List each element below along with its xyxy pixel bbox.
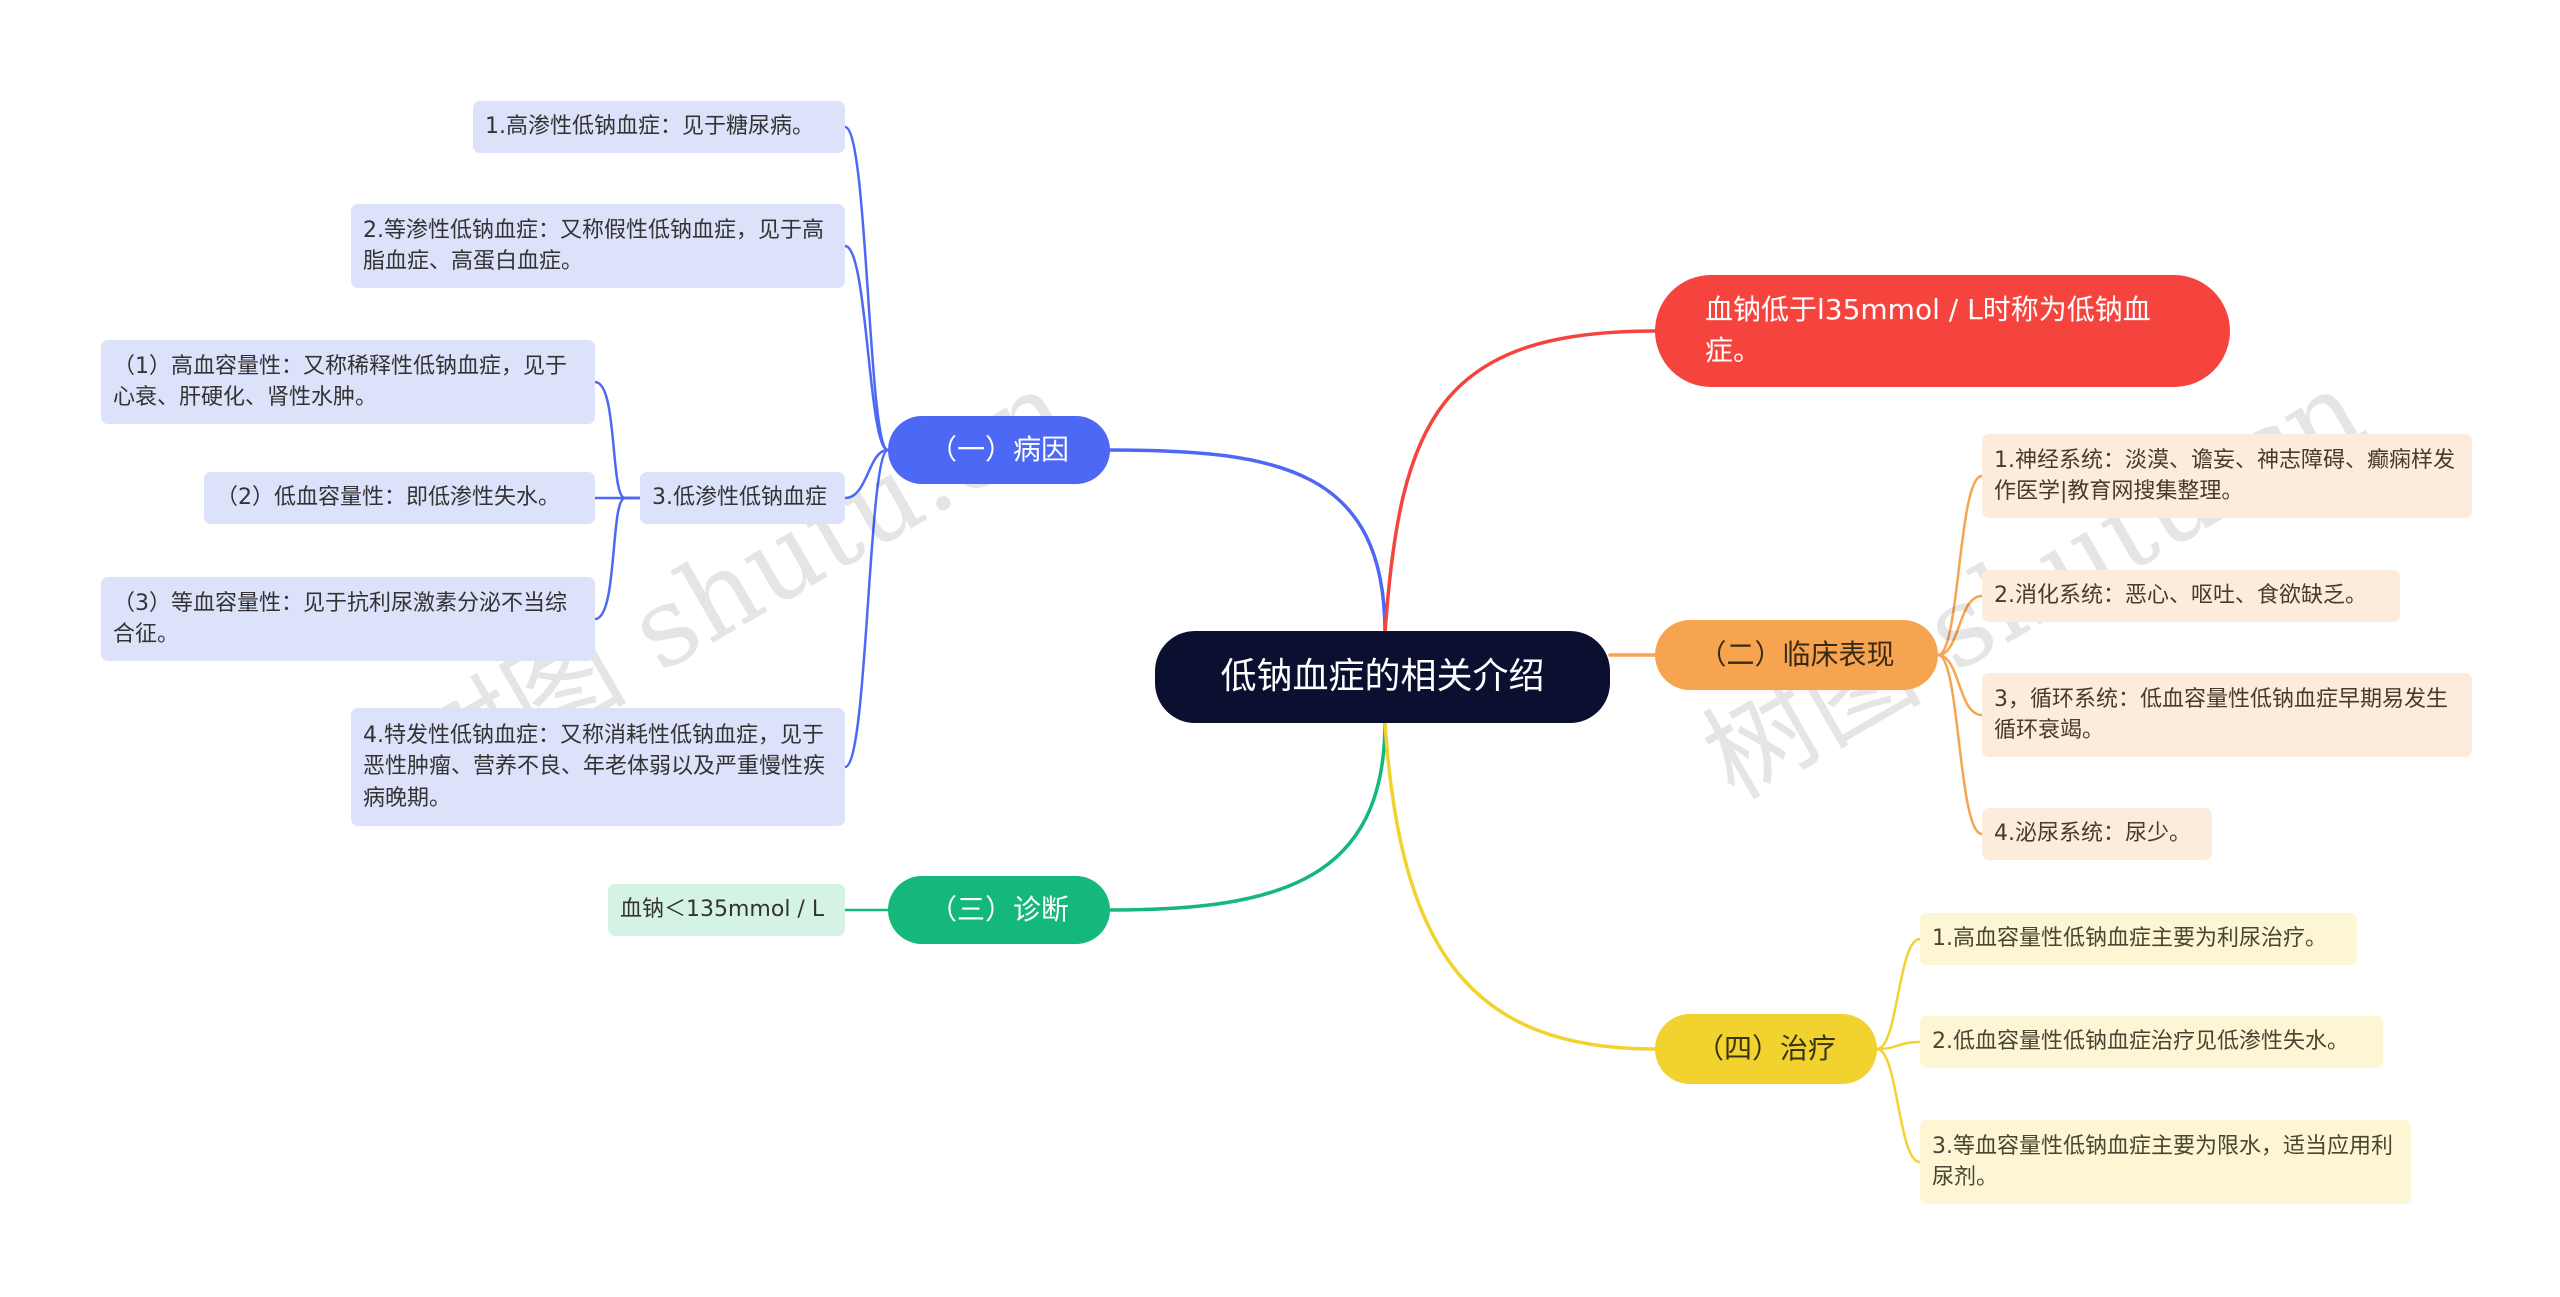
link-treatment-item-1	[1875, 937, 1922, 1051]
definition-node[interactable]: 血钠低于l35mmol / L时称为低钠血症。	[1655, 275, 2230, 387]
causes-sub-item-1[interactable]: （1）高血容量性：又称稀释性低钠血症，见于心衰、肝硬化、肾性水肿。	[101, 340, 595, 424]
link-root-diagnosis	[1108, 720, 1387, 912]
causes-sub-item-2[interactable]: （2）低血容量性：即低渗性失水。	[204, 472, 595, 524]
link-root-definition	[1383, 329, 1657, 635]
link-causes-sub-3	[593, 496, 642, 621]
link-clinical-item-2	[1936, 594, 1984, 657]
link-root-causes	[1108, 448, 1387, 635]
link-clinical-item-4	[1936, 653, 1984, 836]
link-causes-item-2	[843, 244, 890, 452]
branch-causes[interactable]: （一）病因	[888, 416, 1110, 484]
treatment-item-2[interactable]: 2.低血容量性低钠血症治疗见低渗性失水。	[1920, 1016, 2383, 1068]
clinical-item-3[interactable]: 3，循环系统：低血容量性低钠血症早期易发生循环衰竭。	[1982, 673, 2472, 757]
branch-clinical[interactable]: （二）临床表现	[1655, 620, 1938, 690]
diagnosis-item-1[interactable]: 血钠＜135mmol / L	[608, 884, 845, 936]
link-root-treatment	[1383, 720, 1657, 1051]
treatment-item-1[interactable]: 1.高血容量性低钠血症主要为利尿治疗。	[1920, 913, 2357, 965]
root-node[interactable]: 低钠血症的相关介绍	[1155, 631, 1610, 723]
link-clinical-item-3	[1936, 653, 1984, 717]
causes-sub-item-3[interactable]: （3）等血容量性：见于抗利尿激素分泌不当综合征。	[101, 577, 595, 661]
causes-item-1[interactable]: 1.高渗性低钠血症：见于糖尿病。	[473, 101, 845, 153]
link-treatment-item-2	[1875, 1040, 1922, 1051]
link-causes-item-3	[843, 448, 890, 500]
causes-item-3[interactable]: 3.低渗性低钠血症	[640, 472, 845, 524]
clinical-item-4[interactable]: 4.泌尿系统：尿少。	[1982, 808, 2212, 860]
causes-item-2[interactable]: 2.等渗性低钠血症：又称假性低钠血症，见于高脂血症、高蛋白血症。	[351, 204, 845, 288]
branch-treatment[interactable]: （四）治疗	[1655, 1014, 1877, 1084]
clinical-item-2[interactable]: 2.消化系统：恶心、呕吐、食欲缺乏。	[1982, 570, 2400, 622]
clinical-item-1[interactable]: 1.神经系统：淡漠、谵妄、神志障碍、癫痫样发作医学|教育网搜集整理。	[1982, 434, 2472, 518]
link-causes-item-1	[843, 125, 890, 452]
link-clinical-item-1	[1936, 474, 1984, 657]
branch-diagnosis[interactable]: （三）诊断	[888, 876, 1110, 944]
link-causes-item-4	[843, 448, 890, 769]
link-causes-sub-1	[593, 380, 642, 500]
causes-item-4[interactable]: 4.特发性低钠血症：又称消耗性低钠血症，见于恶性肿瘤、营养不良、年老体弱以及严重…	[351, 708, 845, 826]
treatment-item-3[interactable]: 3.等血容量性低钠血症主要为限水，适当应用利尿剂。	[1920, 1120, 2411, 1204]
link-treatment-item-3	[1875, 1047, 1922, 1164]
